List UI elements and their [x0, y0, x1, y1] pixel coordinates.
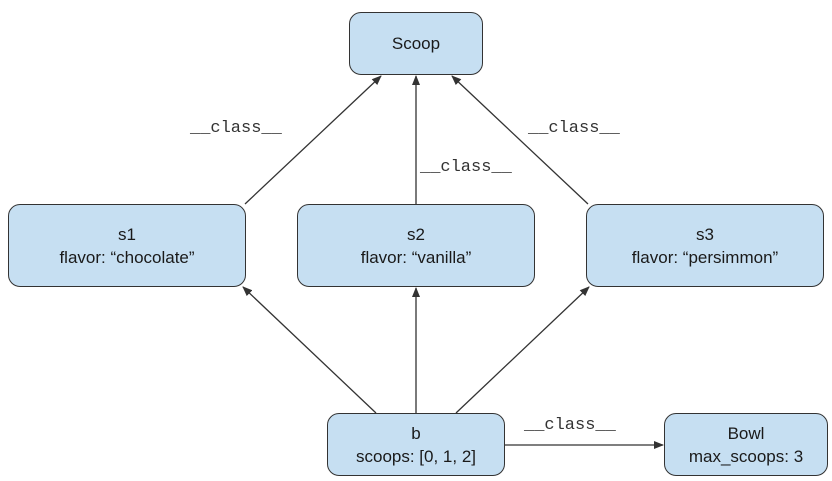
node-scoop: Scoop	[349, 12, 483, 75]
node-b: b scoops: [0, 1, 2]	[327, 413, 505, 476]
node-s2-title: s2	[407, 224, 425, 244]
node-s1-attr: flavor: “chocolate”	[59, 247, 195, 267]
node-b-title: b	[411, 423, 421, 443]
node-s2: s2 flavor: “vanilla”	[297, 204, 535, 287]
node-s1-title: s1	[118, 224, 136, 244]
edge-label-b-to-bowl: __class__	[524, 416, 616, 435]
edge-label-s2-to-scoop: __class__	[420, 158, 512, 177]
edge-label-s1-to-scoop: __class__	[190, 119, 282, 138]
node-bowl-attr: max_scoops: 3	[688, 446, 804, 466]
node-s3-attr: flavor: “persimmon”	[631, 247, 779, 267]
edge-s1-to-scoop	[244, 75, 382, 205]
edge-b-to-s1	[242, 286, 377, 414]
node-s2-attr: flavor: “vanilla”	[360, 247, 472, 267]
node-bowl-title: Bowl	[727, 423, 765, 443]
node-s3: s3 flavor: “persimmon”	[586, 204, 824, 287]
node-bowl: Bowl max_scoops: 3	[664, 413, 828, 476]
node-b-attr: scoops: [0, 1, 2]	[355, 446, 476, 466]
edge-s3-to-scoop	[451, 75, 589, 205]
edge-label-s3-to-scoop: __class__	[528, 119, 620, 138]
node-scoop-title: Scoop	[391, 34, 441, 53]
node-s1: s1 flavor: “chocolate”	[8, 204, 246, 287]
edge-b-to-s3	[455, 286, 590, 414]
node-s3-title: s3	[696, 224, 714, 244]
